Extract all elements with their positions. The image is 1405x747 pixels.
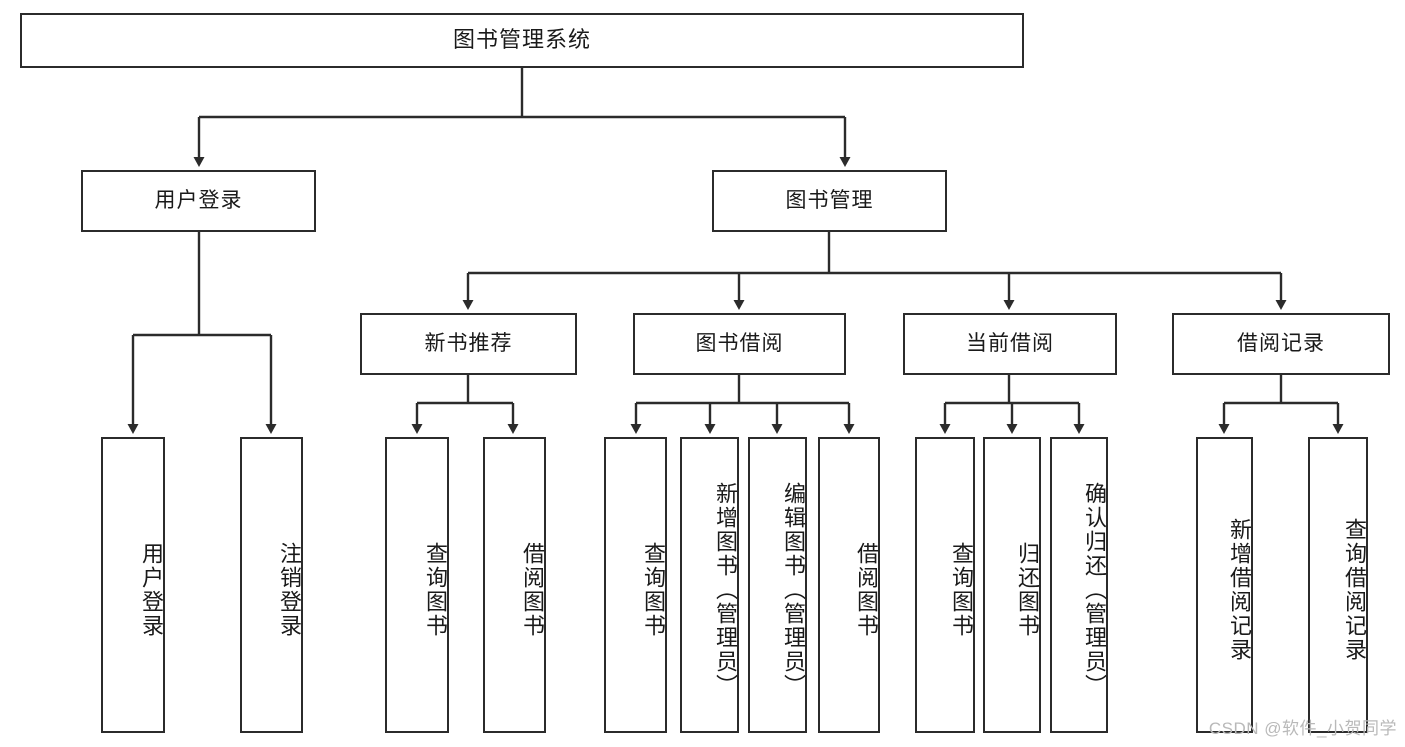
leaf-current-return-book[interactable]: 归还图书: [983, 437, 1041, 733]
leaf-current-confirm-return-admin[interactable]: 确认归还（管理员）: [1050, 437, 1108, 733]
node-label: 查询图书: [641, 542, 666, 638]
node-label: 新增借阅记录: [1227, 518, 1252, 662]
node-label: 用户登录: [154, 189, 243, 213]
watermark: CSDN @软件_小贺同学: [1208, 719, 1397, 738]
leaf-user-login[interactable]: 用户登录: [101, 437, 165, 733]
leaf-borrow-edit-book-admin[interactable]: 编辑图书（管理员）: [748, 437, 807, 733]
node-label: 用户登录: [139, 542, 164, 638]
leaf-borrow-query-book[interactable]: 查询图书: [604, 437, 667, 733]
leaf-borrow-borrow-book[interactable]: 借阅图书: [818, 437, 880, 733]
node-label: 借阅记录: [1237, 332, 1325, 356]
node-book-management[interactable]: 图书管理: [712, 170, 947, 232]
leaf-current-query-book[interactable]: 查询图书: [915, 437, 975, 733]
leaf-record-add-borrow-record[interactable]: 新增借阅记录: [1196, 437, 1253, 733]
node-label: 图书管理: [785, 189, 874, 213]
leaf-recommend-query-book[interactable]: 查询图书: [385, 437, 449, 733]
node-label: 新增图书（管理员）: [713, 482, 738, 698]
node-borrow-record[interactable]: 借阅记录: [1172, 313, 1390, 375]
leaf-user-logout[interactable]: 注销登录: [240, 437, 303, 733]
node-label: 图书管理系统: [452, 27, 591, 53]
node-label: 确认归还（管理员）: [1082, 482, 1107, 698]
node-label: 查询图书: [949, 542, 974, 638]
node-book-borrow[interactable]: 图书借阅: [633, 313, 846, 375]
node-label: 借阅图书: [520, 542, 545, 638]
leaf-recommend-borrow-book[interactable]: 借阅图书: [483, 437, 546, 733]
node-current-borrow[interactable]: 当前借阅: [903, 313, 1117, 375]
leaf-borrow-add-book-admin[interactable]: 新增图书（管理员）: [680, 437, 739, 733]
node-label: 借阅图书: [854, 542, 879, 638]
node-new-book-recommend[interactable]: 新书推荐: [360, 313, 577, 375]
node-user-login[interactable]: 用户登录: [81, 170, 316, 232]
node-label: 图书借阅: [695, 332, 784, 356]
node-label: 当前借阅: [966, 332, 1054, 356]
leaf-record-query-borrow-record[interactable]: 查询借阅记录: [1308, 437, 1368, 733]
node-label: 编辑图书（管理员）: [781, 482, 806, 698]
node-label: 查询图书: [423, 542, 448, 638]
node-label: 注销登录: [277, 542, 302, 638]
node-root-system[interactable]: 图书管理系统: [20, 13, 1024, 68]
node-label: 新书推荐: [424, 332, 513, 356]
node-label: 查询借阅记录: [1342, 518, 1367, 662]
node-label: 归还图书: [1015, 542, 1040, 638]
